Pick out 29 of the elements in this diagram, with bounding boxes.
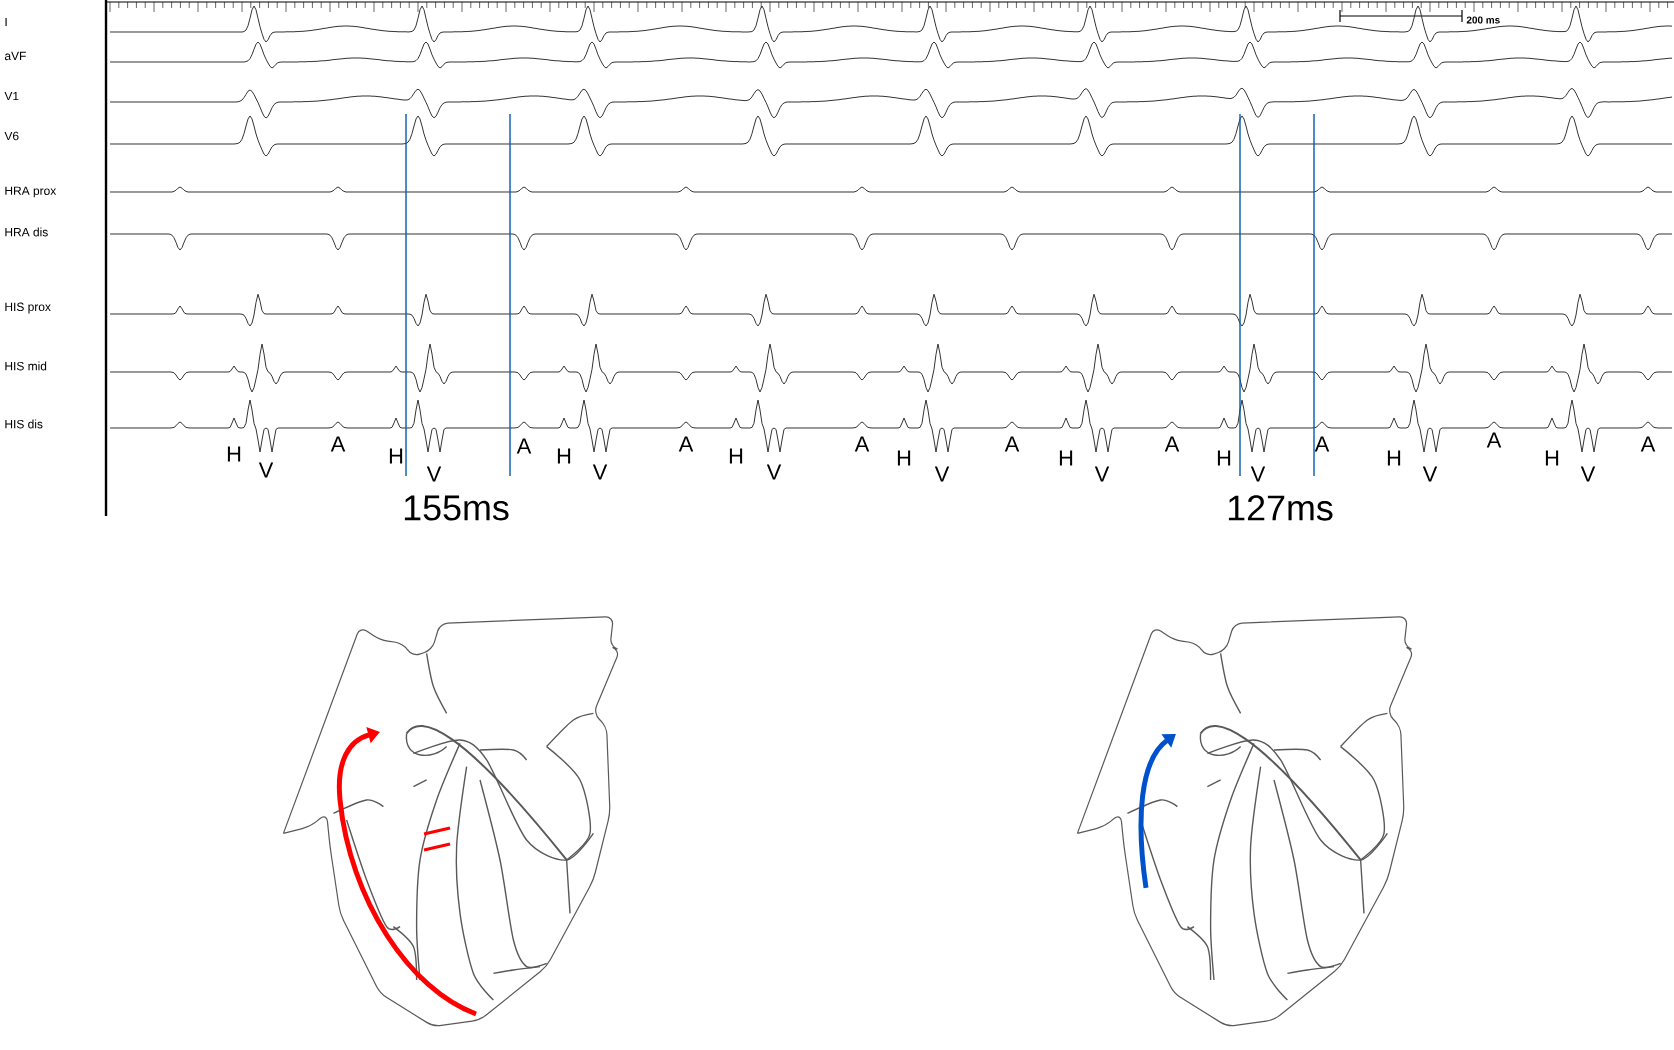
wave-label: A	[330, 436, 346, 452]
wave-label: H	[1217, 450, 1231, 466]
interval-label: 155ms	[404, 495, 509, 521]
wave-label: A	[678, 436, 694, 452]
wave-label: V	[1250, 466, 1266, 482]
wave-label: A	[1164, 436, 1180, 452]
wave-label: H	[1059, 450, 1073, 466]
wave-label: H	[1387, 450, 1401, 466]
wave-label: A	[516, 438, 532, 454]
interval-label: 127ms	[1228, 495, 1333, 521]
wave-label: V	[766, 464, 782, 480]
wave-label: H	[897, 450, 911, 466]
wave-label: V	[1422, 466, 1438, 482]
wave-label: A	[854, 436, 870, 452]
wave-label: H	[389, 448, 403, 464]
wave-label: A	[1314, 436, 1330, 452]
wave-label: V	[1094, 466, 1110, 482]
wave-label: A	[1004, 436, 1020, 452]
wave-label: H	[227, 446, 241, 462]
wave-label: H	[1545, 450, 1559, 466]
wave-label: A	[1640, 436, 1656, 452]
wave-label: H	[557, 448, 571, 464]
wave-label: V	[258, 462, 274, 478]
wave-label: V	[934, 466, 950, 482]
wave-label: H	[729, 448, 743, 464]
wave-label: V	[426, 466, 442, 482]
wave-label: A	[1486, 432, 1502, 448]
wave-label: V	[1580, 466, 1596, 482]
wave-label: V	[592, 464, 608, 480]
